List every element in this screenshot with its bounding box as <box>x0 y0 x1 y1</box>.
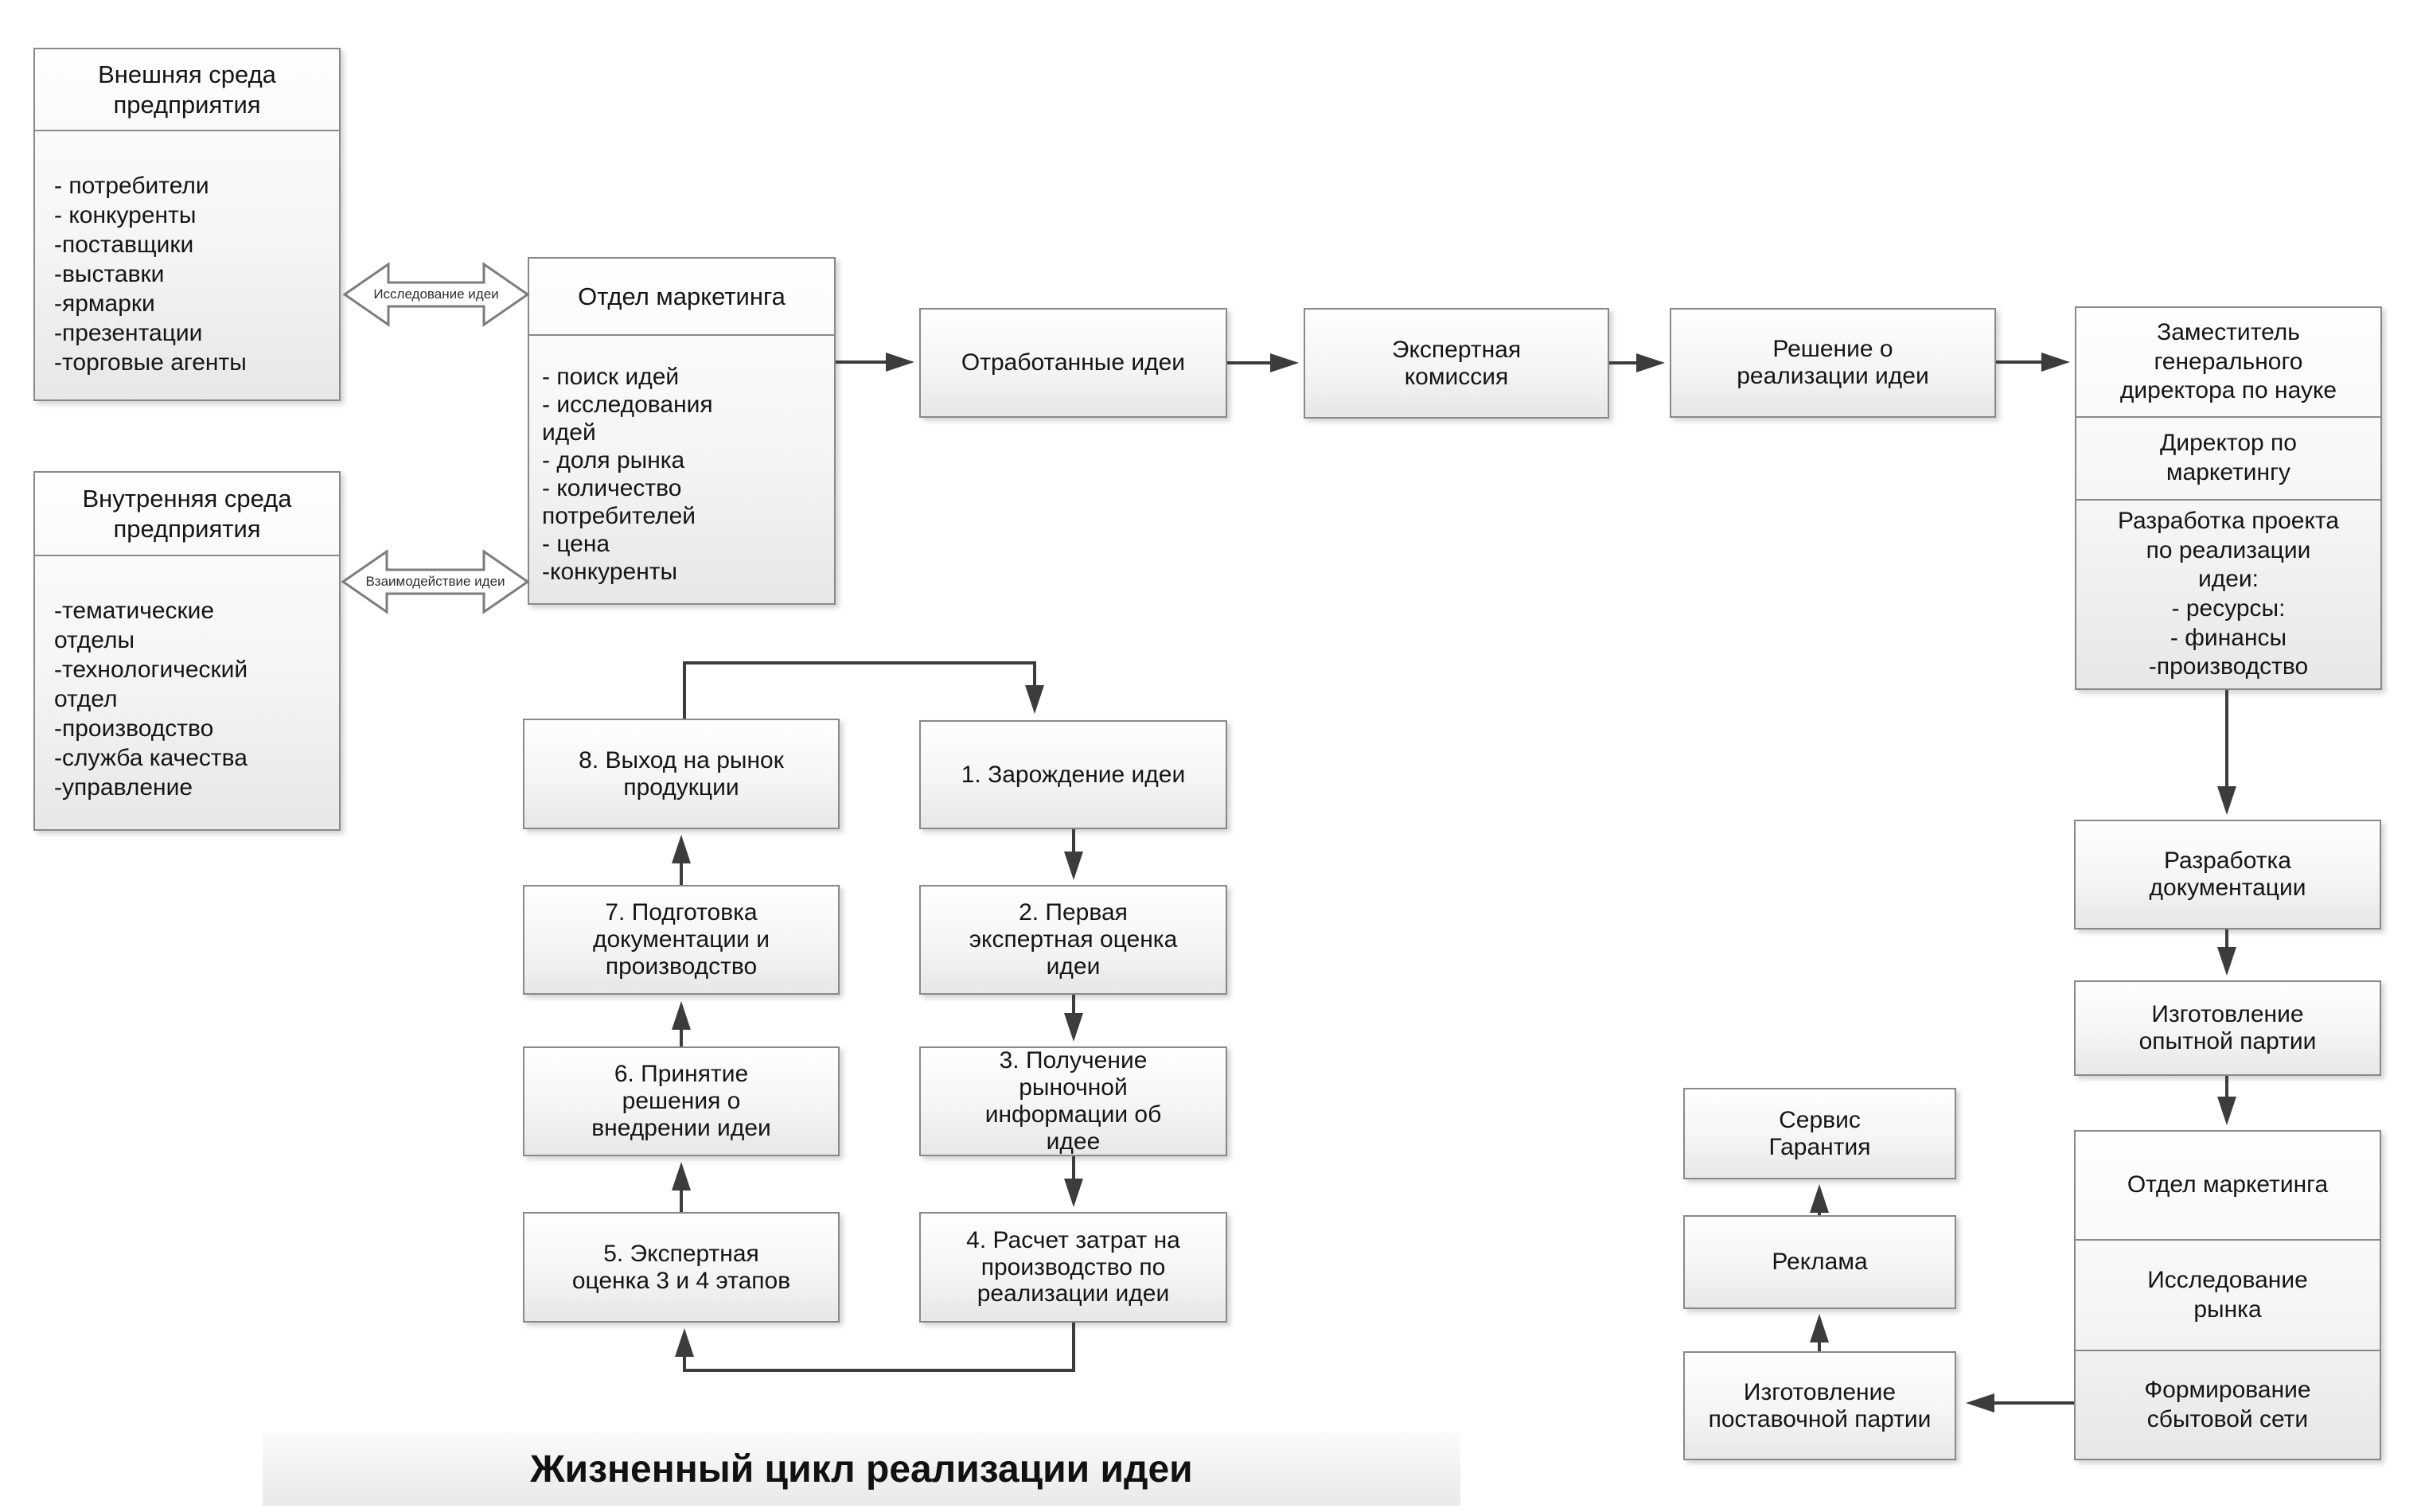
connector-step8-to-step1 <box>683 661 1044 719</box>
list-item: -служба качества <box>54 745 248 771</box>
list-item: -управление <box>54 774 193 801</box>
cycle-step6-box: 6. Принятие решения о внедрении идеи <box>523 1046 840 1156</box>
marketing-dept2-section: Отдел маркетинга <box>2076 1132 2380 1241</box>
list-item: -производство <box>54 715 214 742</box>
list-item: -поставщики <box>54 232 194 258</box>
cycle-step7-box: 7. Подготовка документации и производств… <box>523 885 840 995</box>
market-research-section: Исследование рынка <box>2076 1241 2380 1351</box>
sales-network-section: Формирование сбытовой сети <box>2144 1376 2311 1432</box>
market-chain-stack: Отдел маркетинга Исследование рынка Форм… <box>2074 1130 2381 1460</box>
list-item: - количество потребителей <box>542 475 696 529</box>
decision-box: Решение о реализации идеи <box>1670 308 1996 418</box>
list-item: -ярмарки <box>54 290 155 317</box>
list-item: - доля рынка <box>542 447 685 473</box>
cycle-step5-box: 5. Экспертная оценка 3 и 4 этапов <box>523 1212 840 1323</box>
deputy-director-section: Заместитель генерального директора по на… <box>2076 308 2380 418</box>
documentation-box: Разработка документации <box>2074 820 2381 929</box>
marketing-department-title: Отдел маркетинга <box>529 259 834 336</box>
list-item: - конкуренты <box>54 202 197 228</box>
external-environment-list: - потребители - конкуренты -поставщики -… <box>35 131 339 377</box>
marketing-department-list: - поиск идей - исследования идей - доля … <box>529 336 834 586</box>
cycle-step1-box: 1. Зарождение идеи <box>919 720 1227 829</box>
double-arrow-interaction <box>341 549 530 614</box>
expert-commission-box: Экспертная комиссия <box>1304 308 1609 419</box>
diagram-title: Жизненный цикл реализации идеи <box>263 1432 1460 1506</box>
external-environment-panel: Внешняя среда предприятия - потребители … <box>33 48 341 401</box>
list-item: - поиск идей <box>542 364 680 390</box>
double-arrow-research <box>342 262 530 327</box>
list-item: - цена <box>542 531 610 557</box>
list-item: -конкуренты <box>542 559 678 585</box>
service-warranty-box: Сервис Гарантия <box>1683 1088 1956 1179</box>
interaction-arrow-label: Взаимодействие идеи <box>365 574 505 589</box>
marketing-department-panel: Отдел маркетинга - поиск идей - исследов… <box>528 257 836 605</box>
project-development-section: Разработка проекта по реализации идеи: -… <box>2117 508 2340 680</box>
internal-environment-list: -тематические отделы -технологический от… <box>35 556 339 802</box>
internal-environment-title: Внутренняя среда предприятия <box>35 473 339 556</box>
pilot-batch-box: Изготовление опытной партии <box>2074 980 2381 1076</box>
advertising-box: Реклама <box>1683 1215 1956 1309</box>
external-environment-title: Внешняя среда предприятия <box>35 49 339 131</box>
processed-ideas-box: Отработанные идеи <box>919 308 1227 418</box>
cycle-step3-box: 3. Получение рыночной информации об идее <box>919 1046 1227 1156</box>
management-stack: Заместитель генерального директора по на… <box>2075 306 2382 690</box>
list-item: -технологический отдел <box>54 657 248 712</box>
list-item: -тематические отделы <box>54 598 215 653</box>
list-item: -презентации <box>54 320 203 346</box>
list-item: -выставки <box>54 261 165 287</box>
research-arrow-label: Исследование идеи <box>373 286 499 302</box>
delivery-batch-box: Изготовление поставочной партии <box>1683 1351 1956 1460</box>
list-item: -торговые агенты <box>54 349 247 376</box>
list-item: - исследования идей <box>542 392 713 446</box>
cycle-step8-box: 8. Выход на рынок продукции <box>523 719 840 829</box>
connector-step4-to-step5 <box>675 1323 1075 1372</box>
cycle-step4-box: 4. Расчет затрат на производство по реал… <box>919 1212 1227 1323</box>
internal-environment-panel: Внутренняя среда предприятия -тематическ… <box>33 471 341 831</box>
marketing-director-section: Директор по маркетингу <box>2076 418 2380 501</box>
cycle-step2-box: 2. Первая экспертная оценка идеи <box>919 885 1227 995</box>
list-item: - потребители <box>54 173 209 199</box>
